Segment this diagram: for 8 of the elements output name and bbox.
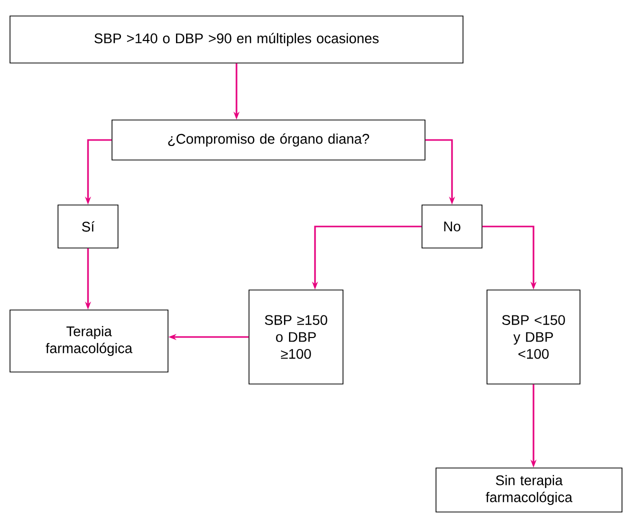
process-box: No — [422, 204, 482, 248]
process-box: Terapia farmacológica — [10, 310, 168, 372]
process-box: SBP <150 y DBP <100 — [486, 290, 580, 384]
process-box: Sin terapia farmacológica — [436, 468, 622, 512]
process-box: ¿Compromiso de órgano diana? — [112, 120, 426, 160]
process-box: Sí — [58, 204, 118, 248]
process-box: SBP ≥150 o DBP ≥100 — [248, 290, 344, 384]
process-box: SBP >140 o DBP >90 en múltiples ocasiones — [10, 16, 464, 64]
